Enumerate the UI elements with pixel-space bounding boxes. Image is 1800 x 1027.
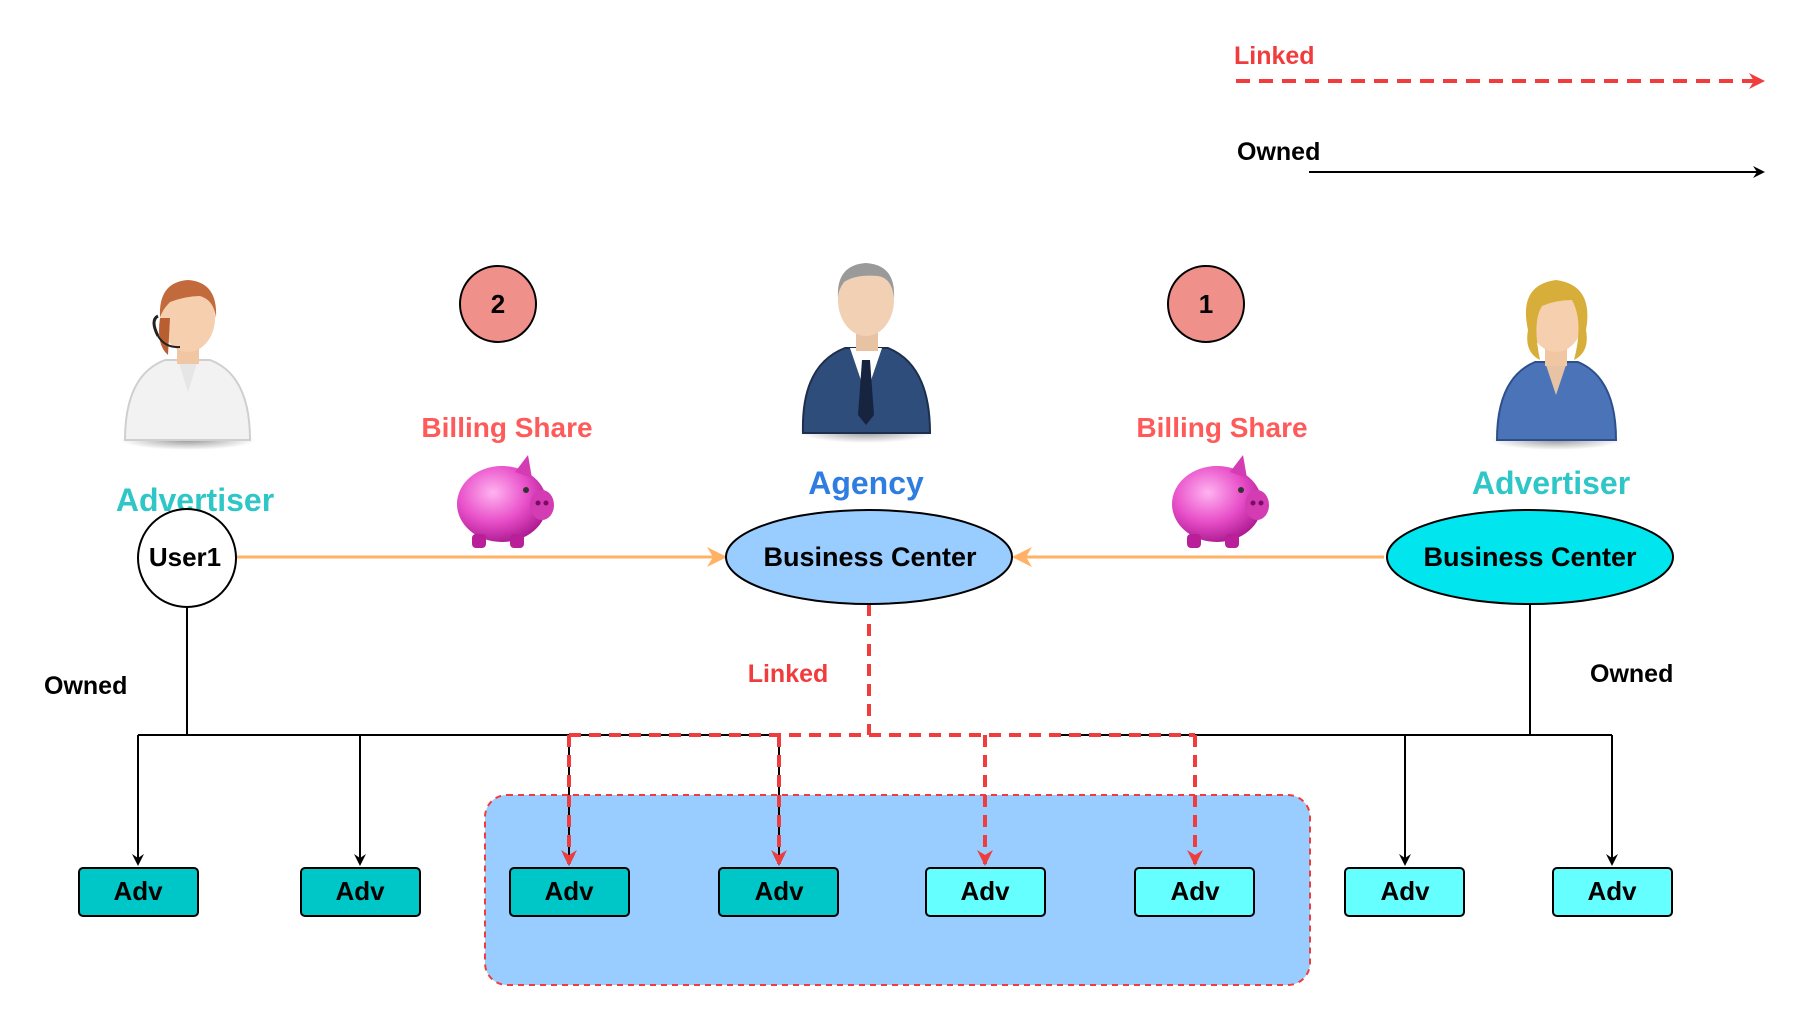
adv-box-1[interactable]: Adv: [78, 867, 199, 917]
linked-ads-group: [484, 794, 1311, 986]
advertiser-right-avatar-icon: [1490, 280, 1622, 450]
step-1-badge: 1: [1167, 265, 1245, 343]
adv-box-4-label: Adv: [754, 876, 804, 906]
owned-left-label: Owned: [44, 672, 127, 700]
agency-business-center-label: Business Center: [763, 542, 977, 572]
adv-box-6-label: Adv: [1170, 876, 1220, 906]
adv-box-1-label: Adv: [113, 876, 163, 906]
linked-center-label: Linked: [748, 660, 829, 688]
billing-share-right-label: Billing Share: [1136, 412, 1307, 443]
adv-box-4[interactable]: Adv: [718, 867, 839, 917]
advertiser-business-center-node[interactable]: Business Center: [1386, 509, 1674, 605]
advertiser-business-center-label: Business Center: [1423, 542, 1637, 572]
agency-role-label: Agency: [808, 465, 924, 501]
billing-share-left-label: Billing Share: [421, 412, 592, 443]
adv-box-5[interactable]: Adv: [925, 867, 1046, 917]
legend: Linked Owned: [1234, 42, 1765, 178]
adv-box-5-label: Adv: [960, 876, 1010, 906]
adv-box-7[interactable]: Adv: [1344, 867, 1465, 917]
adv-box-3[interactable]: Adv: [509, 867, 630, 917]
agency-avatar-icon: [798, 263, 934, 443]
step-2-badge: 2: [459, 265, 537, 343]
piggy-bank-right-icon: [1172, 455, 1269, 548]
user1-label: User1: [149, 542, 221, 572]
linked-tree: [561, 604, 1203, 866]
step-2-label: 2: [491, 289, 505, 319]
agency-business-center-node[interactable]: Business Center: [725, 509, 1013, 605]
advertiser-left-avatar-icon: [120, 280, 256, 450]
legend-owned-label: Owned: [1237, 138, 1320, 166]
adv-box-7-label: Adv: [1380, 876, 1430, 906]
legend-linked-label: Linked: [1234, 42, 1315, 70]
step-1-label: 1: [1199, 289, 1213, 319]
adv-box-2-label: Adv: [335, 876, 385, 906]
owned-tree-right: [1055, 605, 1618, 866]
adv-box-2[interactable]: Adv: [300, 867, 421, 917]
advertiser-right-role-label: Advertiser: [1472, 465, 1630, 501]
owned-right-label: Owned: [1590, 660, 1673, 688]
adv-box-3-label: Adv: [544, 876, 594, 906]
user1-node[interactable]: User1: [137, 508, 237, 608]
adv-box-8-label: Adv: [1587, 876, 1637, 906]
adv-box-6[interactable]: Adv: [1134, 867, 1255, 917]
piggy-bank-left-icon: [457, 455, 554, 548]
adv-box-8[interactable]: Adv: [1552, 867, 1673, 917]
